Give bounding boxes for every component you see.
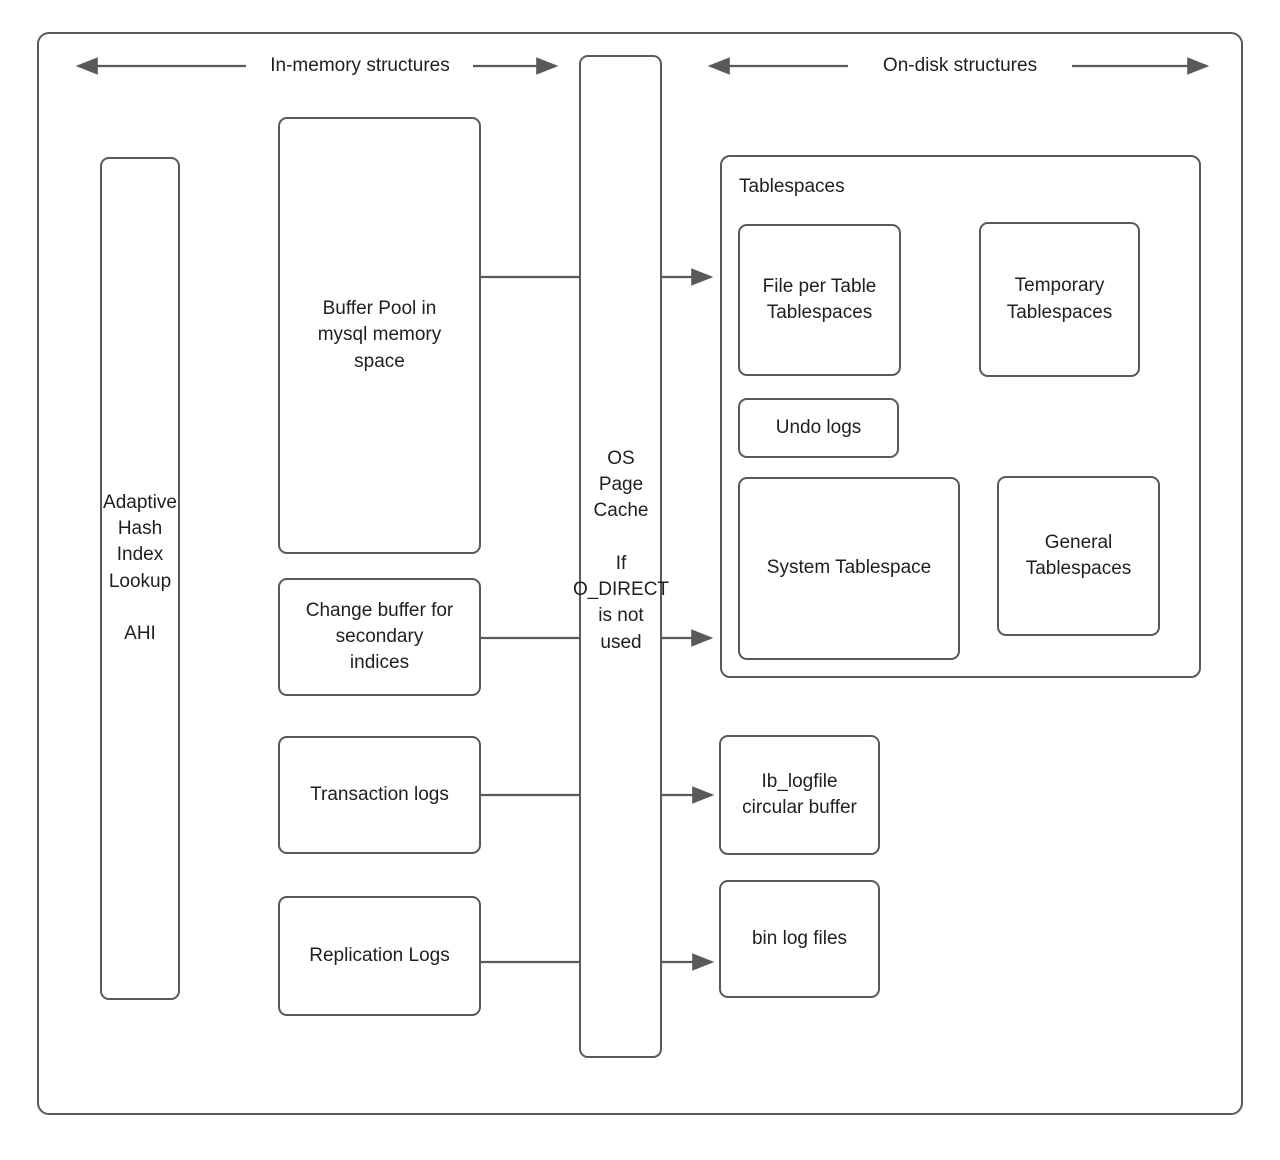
tablespaces-title: Tablespaces [739,176,845,197]
general-tablespaces-box[interactable]: General Tablespaces [997,476,1160,636]
in-memory-structures-label: In-memory structures [270,55,450,76]
ib-logfile-box[interactable]: Ib_logfile circular buffer [719,735,880,855]
temporary-tablespaces-box[interactable]: Temporary Tablespaces [979,222,1140,377]
adaptive-hash-index-label: Adaptive Hash Index Lookup AHI [103,492,177,645]
file-per-table-tablespaces-box[interactable]: File per Table Tablespaces [738,224,901,376]
system-tablespace-box[interactable]: System Tablespace [738,477,960,660]
adaptive-hash-index-box[interactable] [100,157,180,1000]
os-page-cache-box[interactable] [579,55,662,1058]
buffer-pool-box[interactable]: Buffer Pool in mysql memory space [278,117,481,554]
transaction-logs-box[interactable]: Transaction logs [278,736,481,854]
undo-logs-box[interactable]: Undo logs [738,398,899,458]
bin-log-files-box[interactable]: bin log files [719,880,880,998]
os-page-cache-label: OS Page Cache If O_DIRECT is not used [572,448,670,653]
outer-frame [37,32,1243,1115]
change-buffer-box[interactable]: Change buffer for secondary indices [278,578,481,696]
replication-logs-box[interactable]: Replication Logs [278,896,481,1016]
on-disk-structures-label: On-disk structures [882,55,1038,76]
